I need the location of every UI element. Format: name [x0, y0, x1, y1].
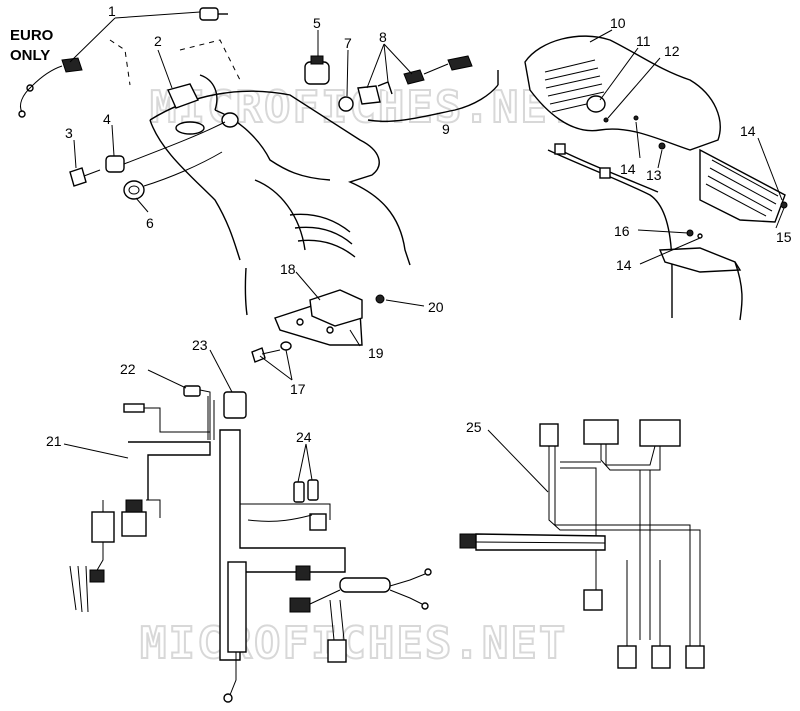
callout-13: 13 — [646, 167, 662, 183]
callout-25: 25 — [466, 419, 482, 435]
part-8-9-plug — [357, 55, 499, 123]
callout-16: 16 — [614, 223, 630, 239]
callout-4: 4 — [103, 111, 111, 127]
callout-1: 1 — [108, 3, 116, 19]
main-wiring-harness — [69, 385, 432, 703]
watermark-bottom: MICROFICHES.NET — [140, 618, 567, 669]
euro-only-line1: EURO — [10, 27, 54, 44]
callout-19: 19 — [368, 345, 384, 361]
leader-lines — [63, 29, 785, 493]
callout-20: 20 — [428, 299, 444, 315]
callout-22: 22 — [120, 361, 136, 377]
callout-17: 17 — [290, 381, 306, 397]
part-5-7-switch — [304, 55, 354, 112]
callout-18: 18 — [280, 261, 296, 277]
bracket-assembly — [244, 267, 385, 363]
callout-14-b: 14 — [740, 123, 756, 139]
euro-only-line2: ONLY — [10, 47, 50, 64]
callout-7: 7 — [344, 35, 352, 51]
callout-5: 5 — [313, 15, 321, 31]
callout-14-a: 14 — [620, 161, 636, 177]
callout-numbers: 1 2 3 4 5 6 7 8 9 10 11 12 13 14 14 15 1… — [46, 3, 792, 449]
callout-8: 8 — [379, 29, 387, 45]
callout-11: 11 — [636, 33, 651, 49]
callout-6: 6 — [146, 215, 154, 231]
secondary-wiring-harness — [459, 419, 705, 669]
callout-2: 2 — [154, 33, 162, 49]
callout-3: 3 — [65, 125, 73, 141]
callout-10: 10 — [610, 15, 626, 31]
callout-12: 12 — [664, 43, 680, 59]
callout-14-c: 14 — [616, 257, 632, 273]
callout-9: 9 — [442, 121, 450, 137]
side-panel-assembly — [524, 35, 788, 321]
callout-21: 21 — [46, 433, 62, 449]
callout-15: 15 — [776, 229, 792, 245]
callout-24: 24 — [296, 429, 312, 445]
part-1-key-switch — [18, 7, 228, 118]
front-body-assembly — [109, 39, 411, 266]
switch-hardware — [69, 121, 226, 200]
callout-23: 23 — [192, 337, 208, 353]
